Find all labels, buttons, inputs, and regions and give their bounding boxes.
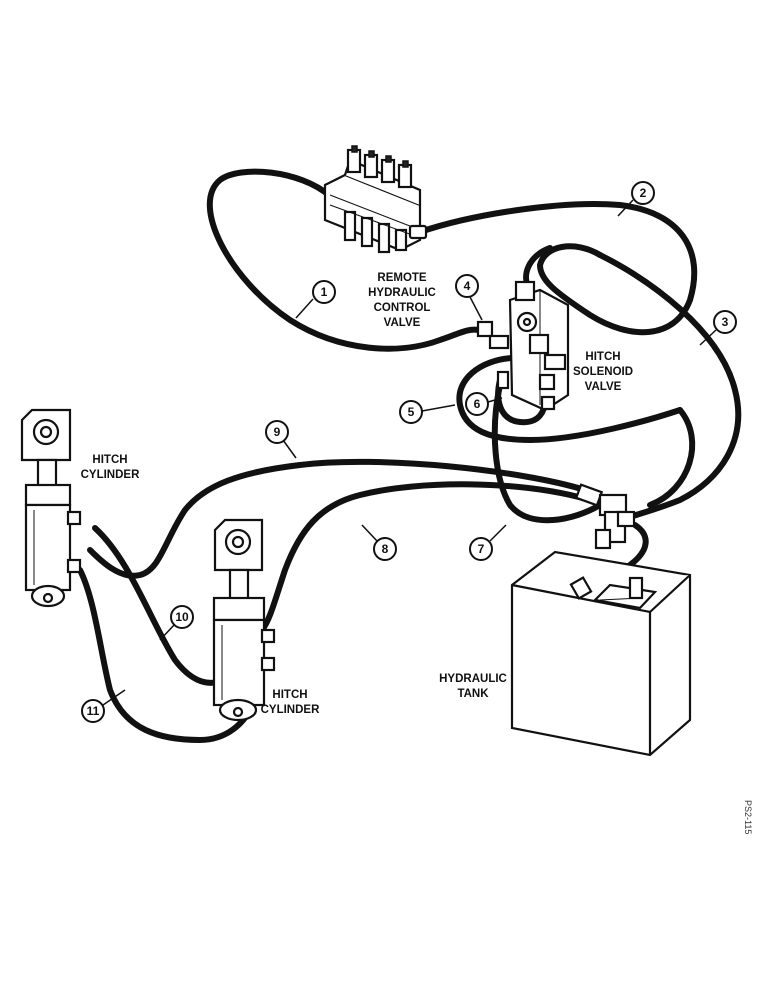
hose-7 bbox=[491, 382, 603, 524]
callout-3-text: 3 bbox=[722, 315, 729, 329]
remote-control-valve bbox=[323, 145, 428, 254]
hitch-solenoid-valve bbox=[476, 280, 570, 412]
hose-3 bbox=[597, 252, 742, 523]
right-cylinder-label-2: CYLINDER bbox=[261, 704, 320, 716]
callout-7 bbox=[469, 537, 493, 561]
remote-valve-label-1: REMOTE bbox=[377, 272, 427, 284]
callout-1-text: 1 bbox=[321, 285, 328, 299]
callout-8-text: 8 bbox=[382, 542, 389, 556]
remote-valve-label-3: CONTROL bbox=[374, 302, 431, 314]
remote-valve-label-2: HYDRAULIC bbox=[368, 287, 436, 299]
figure-code: PS2-115 bbox=[743, 800, 753, 834]
callout-5-text: 5 bbox=[408, 405, 415, 419]
callout-10 bbox=[170, 605, 194, 629]
callout-6 bbox=[465, 392, 489, 416]
hose-11 bbox=[77, 567, 258, 743]
solenoid-label-1: HITCH bbox=[585, 351, 620, 363]
hydraulic-tank bbox=[510, 550, 692, 757]
callout-11-text: 11 bbox=[87, 704, 100, 718]
callout-6-text: 6 bbox=[474, 397, 481, 411]
tank-label-1: HYDRAULIC bbox=[439, 673, 507, 685]
callout-3 bbox=[713, 310, 737, 334]
hitch-cylinder-left bbox=[20, 408, 82, 608]
hose-8 bbox=[259, 481, 593, 633]
labels: REMOTE HYDRAULIC CONTROL VALVE HITCH SOL… bbox=[81, 272, 753, 834]
hoses bbox=[77, 168, 742, 743]
callout-9-text: 9 bbox=[274, 425, 281, 439]
callout-7-text: 7 bbox=[478, 542, 485, 556]
callout-8 bbox=[373, 537, 397, 561]
hose-9 bbox=[87, 458, 588, 579]
callouts: 1 2 3 4 5 6 7 8 9 10 11 bbox=[81, 181, 737, 723]
left-cylinder-label-2: CYLINDER bbox=[81, 469, 140, 481]
right-cylinder-label-1: HITCH bbox=[272, 689, 307, 701]
hose-2 bbox=[417, 201, 698, 336]
solenoid-label-2: SOLENOID bbox=[573, 366, 633, 378]
callout-4-text: 4 bbox=[464, 279, 471, 293]
callout-10-text: 10 bbox=[175, 610, 189, 624]
tee-fitting bbox=[574, 483, 636, 550]
hose-10 bbox=[92, 525, 221, 686]
hitch-cylinder-right bbox=[212, 518, 276, 722]
callout-1 bbox=[312, 280, 336, 304]
callout-11 bbox=[81, 699, 105, 723]
callout-2-text: 2 bbox=[640, 186, 647, 200]
tank-label-2: TANK bbox=[457, 688, 489, 700]
remote-valve-label-4: VALVE bbox=[384, 317, 421, 329]
callout-2 bbox=[631, 181, 655, 205]
hose-1 bbox=[206, 168, 481, 352]
callout-5 bbox=[399, 400, 423, 424]
callout-9 bbox=[265, 420, 289, 444]
callout-4 bbox=[455, 274, 479, 298]
solenoid-label-3: VALVE bbox=[585, 381, 622, 393]
left-cylinder-label-1: HITCH bbox=[92, 454, 127, 466]
